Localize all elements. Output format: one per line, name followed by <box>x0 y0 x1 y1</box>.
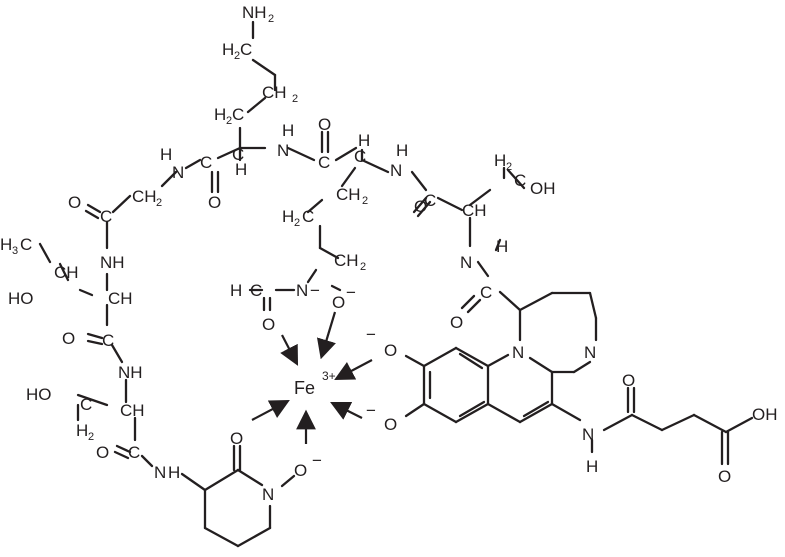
svg-text:O: O <box>294 461 307 480</box>
svg-text:H: H <box>494 151 506 170</box>
svg-text:C: C <box>20 235 32 254</box>
svg-text:CH: CH <box>132 187 157 206</box>
svg-text:N: N <box>512 343 524 362</box>
svg-text:OH: OH <box>752 405 778 424</box>
svg-text:O: O <box>450 313 463 332</box>
svg-text:H: H <box>496 237 508 256</box>
svg-text:C: C <box>100 207 112 226</box>
svg-text:2: 2 <box>226 115 232 127</box>
svg-text:OH: OH <box>530 179 556 198</box>
svg-text:2: 2 <box>362 195 368 207</box>
svg-text:−: − <box>310 281 320 300</box>
svg-text:C: C <box>514 171 526 190</box>
svg-text:O: O <box>332 293 345 312</box>
svg-text:N: N <box>277 141 289 160</box>
svg-text:H: H <box>230 281 242 300</box>
svg-text:2: 2 <box>294 217 300 229</box>
svg-text:C: C <box>232 145 244 164</box>
svg-text:−: − <box>366 325 376 344</box>
svg-text:O: O <box>96 443 109 462</box>
svg-text:H: H <box>235 160 247 179</box>
svg-text:O: O <box>208 193 221 212</box>
svg-text:NH: NH <box>100 253 125 272</box>
svg-text:C: C <box>102 331 114 350</box>
svg-text:H: H <box>396 141 408 160</box>
iron-center: Fe <box>294 378 315 398</box>
svg-text:NH: NH <box>118 363 143 382</box>
svg-text:3: 3 <box>12 245 18 257</box>
svg-text:C: C <box>250 281 262 300</box>
svg-text:H: H <box>282 207 294 226</box>
svg-text:N: N <box>172 163 184 182</box>
atom-labels: NH 2 H 2 C CH 2 H 2 C H C H N H N C O CH… <box>0 3 778 504</box>
svg-text:CH: CH <box>120 401 145 420</box>
svg-text:O: O <box>718 467 731 486</box>
svg-text:H: H <box>358 131 370 150</box>
svg-text:H: H <box>0 235 12 254</box>
svg-text:2: 2 <box>234 50 240 62</box>
svg-text:−: − <box>346 283 356 302</box>
svg-text:C: C <box>354 147 366 166</box>
svg-text:N: N <box>584 343 596 362</box>
svg-text:2: 2 <box>360 261 366 273</box>
svg-text:2: 2 <box>506 161 512 173</box>
svg-text:−: − <box>312 451 322 470</box>
svg-text:H: H <box>160 145 172 164</box>
svg-text:H: H <box>222 40 234 59</box>
svg-text:N: N <box>460 253 472 272</box>
svg-text:CH: CH <box>336 185 361 204</box>
svg-text:H: H <box>214 105 226 124</box>
svg-text:CH: CH <box>108 289 133 308</box>
svg-text:O: O <box>414 197 427 216</box>
svg-text:O: O <box>62 329 75 348</box>
nh2-label: NH <box>242 3 267 22</box>
svg-text:O: O <box>384 341 397 360</box>
svg-text:N: N <box>390 161 402 180</box>
svg-text:2: 2 <box>268 13 274 25</box>
svg-text:O: O <box>230 429 243 448</box>
svg-text:H: H <box>282 121 294 140</box>
svg-text:O: O <box>68 193 81 212</box>
svg-text:C: C <box>240 40 252 59</box>
svg-text:C: C <box>200 153 212 172</box>
svg-text:C: C <box>318 153 330 172</box>
svg-text:HO: HO <box>26 385 52 404</box>
svg-text:C: C <box>480 283 492 302</box>
iron-charge: 3+ <box>322 369 336 383</box>
svg-text:O: O <box>622 371 635 390</box>
svg-text:CH: CH <box>462 201 487 220</box>
svg-text:−: − <box>366 401 376 420</box>
svg-text:N: N <box>154 463 166 482</box>
chemical-bonds <box>38 20 754 548</box>
svg-text:C: C <box>232 105 244 124</box>
svg-text:H: H <box>76 421 88 440</box>
svg-text:CH: CH <box>262 83 287 102</box>
svg-text:2: 2 <box>292 93 298 105</box>
svg-text:H: H <box>586 457 598 476</box>
svg-text:2: 2 <box>88 431 94 443</box>
coordination-arrows <box>251 311 373 444</box>
svg-text:C: C <box>302 207 314 226</box>
svg-text:C: C <box>424 191 436 210</box>
svg-text:O: O <box>262 315 275 334</box>
svg-text:O: O <box>318 115 331 134</box>
svg-text:CH: CH <box>334 251 359 270</box>
svg-text:2: 2 <box>156 197 162 209</box>
svg-text:O: O <box>384 415 397 434</box>
svg-text:H: H <box>168 463 180 482</box>
svg-text:C: C <box>80 395 92 414</box>
svg-text:N: N <box>582 425 594 444</box>
svg-text:N: N <box>262 485 274 504</box>
svg-text:C: C <box>128 443 140 462</box>
svg-text:HO: HO <box>8 289 34 308</box>
svg-text:CH: CH <box>54 263 79 282</box>
svg-text:N: N <box>296 281 308 300</box>
